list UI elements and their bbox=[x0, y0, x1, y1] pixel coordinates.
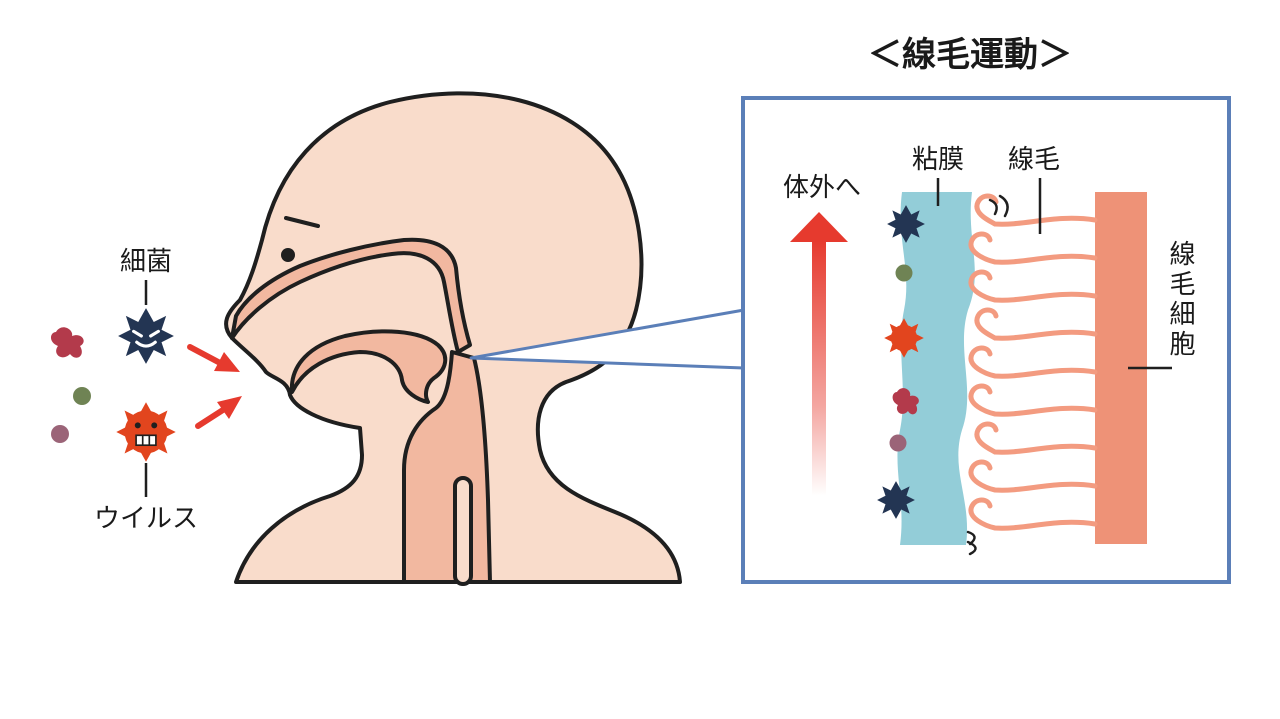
particle-mauve bbox=[51, 425, 69, 443]
inhale-arrow-lower bbox=[195, 396, 242, 429]
pathogens-group: 細菌 ウイルス bbox=[51, 247, 242, 534]
eyebrow bbox=[284, 216, 320, 228]
bacteria-icon bbox=[118, 308, 174, 364]
eye bbox=[281, 248, 295, 262]
particle-green bbox=[73, 387, 91, 405]
to-outside-label: 体外へ bbox=[783, 173, 861, 203]
cilia-strands bbox=[968, 193, 1098, 531]
particle-red-blob bbox=[51, 327, 84, 358]
trapped-bacteria-top bbox=[887, 205, 925, 243]
mucus-label: 粘膜 bbox=[912, 145, 964, 175]
trapped-particle-mauve bbox=[889, 434, 907, 452]
mucus-layer bbox=[897, 192, 975, 545]
ciliated-cell-label: 線毛細胞 bbox=[1165, 240, 1195, 360]
cilium-strand bbox=[974, 421, 1098, 455]
trapped-virus bbox=[884, 318, 924, 358]
cilium-strand bbox=[968, 231, 1098, 265]
trapped-bacteria-bottom bbox=[877, 481, 915, 519]
motion-mark-top bbox=[988, 194, 1009, 218]
cilium-strand bbox=[974, 307, 1098, 341]
trapped-particle-green bbox=[895, 264, 913, 282]
head-cross-section bbox=[224, 91, 682, 586]
nasal-passage bbox=[230, 237, 472, 354]
cilium-strand bbox=[968, 345, 1098, 379]
inhale-arrow-upper bbox=[187, 344, 240, 372]
bacteria-label: 細菌 bbox=[120, 247, 172, 277]
cilium-strand bbox=[968, 459, 1098, 493]
virus-label: ウイルス bbox=[94, 504, 198, 534]
motion-mark-bottom bbox=[966, 530, 977, 556]
diagram-title: ＜線毛運動＞ bbox=[868, 35, 1072, 75]
cilium-strand bbox=[968, 269, 1098, 303]
ciliary-inset: 体外へ 粘膜 線毛 線毛細胞 bbox=[741, 96, 1231, 584]
cilium-strand bbox=[968, 497, 1098, 531]
virus-icon bbox=[116, 402, 176, 462]
outward-arrow bbox=[790, 212, 848, 496]
esophagus-line bbox=[453, 476, 473, 586]
oral-cavity bbox=[289, 329, 448, 404]
trapped-red-blob bbox=[892, 388, 919, 415]
cilium-strand bbox=[968, 383, 1098, 417]
cilia-label: 線毛 bbox=[1008, 145, 1060, 175]
cilium-strand bbox=[974, 193, 1098, 227]
